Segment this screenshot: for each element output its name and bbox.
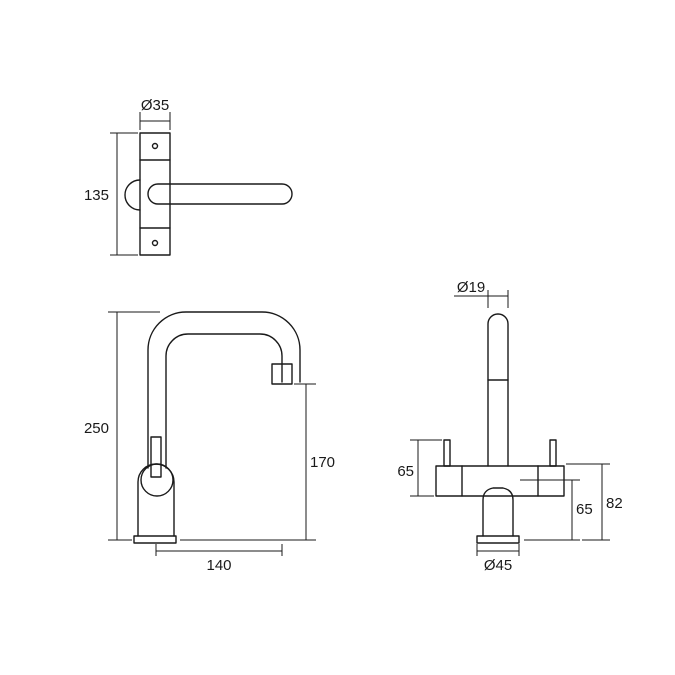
top-view-mounting-plate	[139, 132, 171, 256]
side-view-spout-outlet	[271, 363, 293, 385]
front-view-total-height-label: 82	[606, 495, 623, 512]
side-view-knob	[140, 463, 174, 497]
top-view-round-base	[124, 179, 141, 211]
side-view-spout-inner	[165, 333, 283, 469]
side-view-height-label: 250	[84, 420, 109, 437]
side-view-body	[137, 463, 175, 537]
top-view-screw-hole-upper	[151, 142, 159, 150]
front-view-base-diameter-label: Ø45	[484, 557, 512, 574]
top-view-spout	[147, 183, 293, 205]
front-view-handle-right	[549, 439, 557, 467]
side-view-reach-label: 140	[206, 557, 231, 574]
side-view-spout-height-label: 170	[310, 454, 335, 471]
front-view: Ø19 65 65 82 Ø45	[397, 279, 622, 574]
side-view-spout-outer	[147, 311, 301, 469]
front-view-handle-height-label: 65	[397, 463, 414, 480]
front-view-neck	[482, 487, 514, 537]
top-view-screw-hole-lower	[151, 239, 159, 247]
front-view-handle-left	[443, 439, 451, 467]
top-view-diameter-label: Ø35	[141, 97, 169, 114]
front-view-spout	[487, 313, 509, 467]
side-view-base-plate	[133, 535, 177, 544]
top-view: Ø35 135	[84, 97, 293, 256]
side-view-lever	[150, 436, 162, 478]
side-view: 250 170 140	[84, 311, 335, 574]
top-view-length-label: 135	[84, 187, 109, 204]
front-view-base-plate	[476, 535, 520, 544]
front-view-body	[435, 465, 565, 497]
front-view-spout-diameter-label: Ø19	[457, 279, 485, 296]
front-view-body-height-label: 65	[576, 501, 593, 518]
